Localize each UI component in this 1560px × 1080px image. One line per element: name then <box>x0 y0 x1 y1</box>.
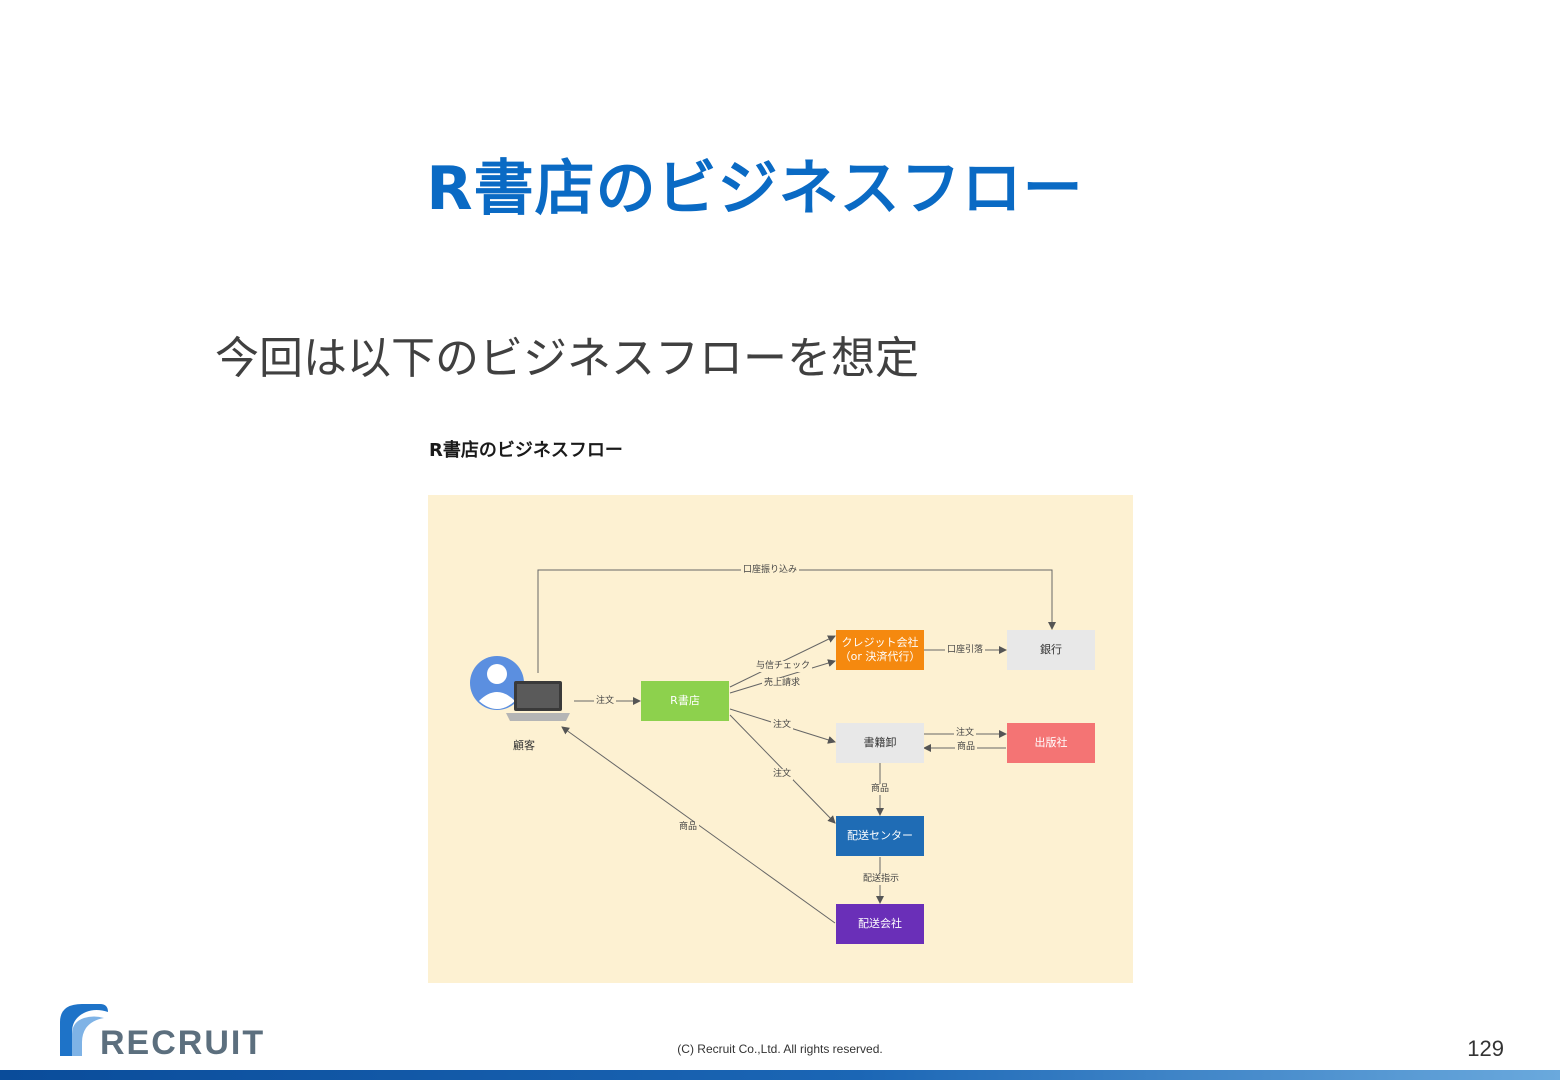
node-credit-label-2: （or 決済代行） <box>839 650 921 663</box>
node-delivery-center-label: 配送センター <box>847 829 913 842</box>
diagram-edges <box>470 569 1056 924</box>
recruit-logo <box>60 1004 108 1056</box>
node-bank-label: 銀行 <box>1040 643 1062 656</box>
diagram-title: R書店のビジネスフロー <box>429 440 623 461</box>
node-rshoten: R書店 <box>641 681 729 721</box>
node-publisher-label: 出版社 <box>1034 736 1068 749</box>
page-number: 129 <box>1467 1036 1504 1061</box>
customer-label: 顧客 <box>513 739 535 752</box>
edge-label-debit: 口座引落 <box>945 645 986 656</box>
edge-label-order-customer: 注文 <box>594 696 617 707</box>
slide-title: R書店のビジネスフロー <box>426 154 1084 224</box>
edge-label-order-publisher: 注文 <box>954 728 977 739</box>
edge-label-order-center: 注文 <box>771 769 794 780</box>
node-rshoten-label: R書店 <box>670 694 700 707</box>
logo-text: RECRUIT <box>100 1024 266 1062</box>
edge-label-delivery-instruction: 配送指示 <box>861 874 902 885</box>
user-laptop-icon <box>470 656 570 721</box>
node-publisher: 出版社 <box>1007 723 1095 763</box>
edge-label-order-wholesaler: 注文 <box>771 720 794 731</box>
node-credit-label-1: クレジット会社 <box>841 636 919 649</box>
edge-label-sales-request: 売上請求 <box>762 678 803 689</box>
node-delivery-center: 配送センター <box>836 816 924 856</box>
node-credit: クレジット会社 （or 決済代行） <box>836 630 924 670</box>
node-delivery-company: 配送会社 <box>836 904 924 944</box>
slide-subtitle: 今回は以下のビジネスフローを想定 <box>215 333 919 384</box>
edge-sales-request <box>729 659 836 694</box>
node-delivery-company-label: 配送会社 <box>858 917 902 930</box>
copyright: (C) Recruit Co.,Ltd. All rights reserved… <box>677 1042 883 1056</box>
bottom-bar <box>0 1070 1560 1080</box>
edge-transfer <box>537 569 1056 673</box>
node-wholesaler-label: 書籍卸 <box>863 736 897 749</box>
edge-label-goods-wholesaler: 商品 <box>869 784 892 795</box>
node-wholesaler: 書籍卸 <box>836 723 924 763</box>
node-bank: 銀行 <box>1007 630 1095 670</box>
diagram-canvas: R書店 クレジット会社 （or 決済代行） 銀行 書籍卸 出版社 配送センター … <box>428 495 1133 983</box>
edge-label-goods-customer: 商品 <box>677 822 700 833</box>
edge-label-goods-publisher: 商品 <box>955 742 978 753</box>
edge-label-credit-check: 与信チェック <box>754 661 813 672</box>
edge-label-transfer: 口座振り込み <box>741 565 800 576</box>
